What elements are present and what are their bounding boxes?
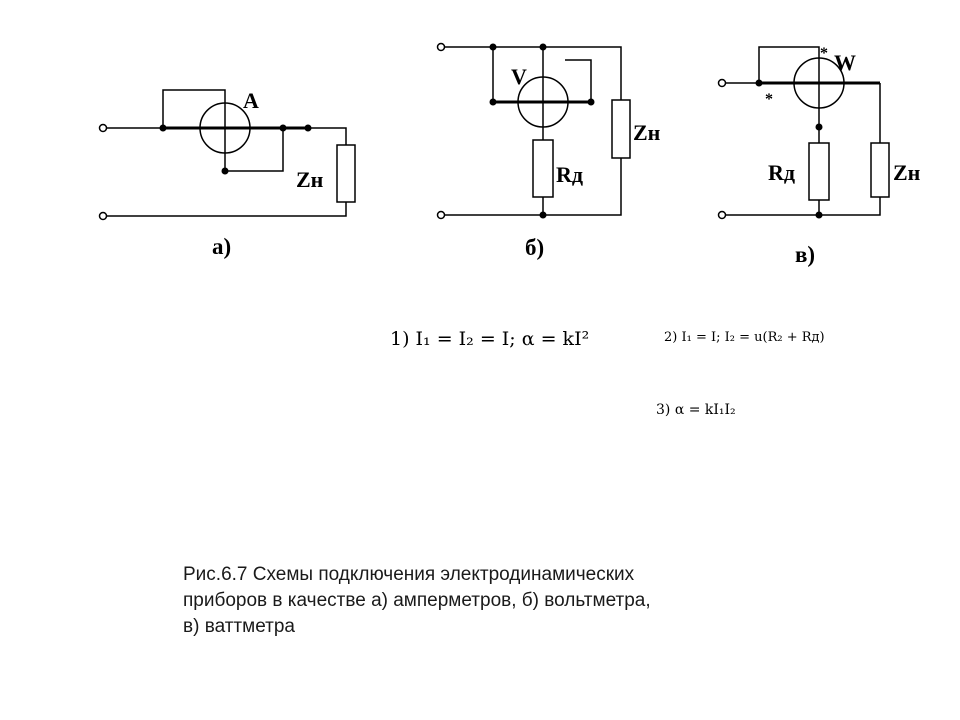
load-resistor-b: [611, 99, 631, 159]
junction-dot: [755, 79, 763, 87]
sublabel-b: б): [525, 235, 544, 260]
junction-dot: [304, 124, 312, 132]
sublabel-a: а): [212, 234, 231, 259]
junction-dot: [489, 98, 497, 106]
series-resistor-b: [532, 139, 554, 198]
junction-dot: [815, 123, 823, 131]
junction-dot: [815, 211, 823, 219]
terminal-c-top: [717, 78, 727, 88]
resistor-label-c: Rд: [768, 160, 795, 185]
caption-line: приборов в качестве а) амперметров, б) в…: [183, 590, 651, 611]
terminal-a-top: [98, 123, 108, 133]
resistor-label-b: Rд: [556, 162, 583, 187]
load-resistor-c: [870, 142, 890, 198]
series-resistor-c: [808, 142, 830, 201]
junction-dot: [539, 43, 547, 51]
terminal-b-top: [436, 42, 446, 52]
junction-dot: [279, 124, 287, 132]
wire: [565, 59, 592, 102]
load-label-b: Zн: [633, 120, 661, 145]
wire: [107, 202, 347, 217]
meter-label-c: W: [834, 50, 856, 75]
circuit-a: [98, 89, 356, 221]
load-label-c: Zн: [893, 160, 921, 185]
caption-line: Рис.6.7 Схемы подключения электродинамич…: [183, 564, 635, 585]
formula-1: 1) I₁ = I₂ = I; α = kI²: [390, 328, 589, 350]
star-mark-voltage: *: [820, 45, 828, 62]
circuit-b: [436, 42, 631, 220]
meter-label-b: V: [511, 64, 527, 89]
caption-line: в) ваттметра: [183, 616, 295, 637]
terminal-b-bottom: [436, 210, 446, 220]
meter-label-a: A: [243, 88, 259, 113]
junction-dot: [539, 211, 547, 219]
junction-dot: [489, 43, 497, 51]
wire: [445, 158, 622, 216]
formula-2: 2) I₁ = I; I₂ = u(R₂ + Rд): [664, 330, 825, 345]
junction-dot: [221, 167, 229, 175]
terminal-c-bottom: [717, 210, 727, 220]
wire: [445, 46, 622, 100]
wire: [758, 46, 820, 83]
wire: [308, 127, 347, 145]
wire: [162, 89, 226, 128]
sublabel-c: в): [795, 242, 815, 267]
star-mark-current: *: [765, 91, 773, 108]
circuit-c: [717, 46, 890, 220]
formula-3: 3) α = kI₁I₂: [656, 402, 736, 418]
load-label-a: Zн: [296, 167, 324, 192]
terminal-a-bottom: [98, 211, 108, 221]
load-resistor-a: [336, 144, 356, 203]
figure-caption: Рис.6.7 Схемы подключения электродинамич…: [183, 562, 823, 640]
wire: [726, 197, 881, 216]
junction-dot: [587, 98, 595, 106]
junction-dot: [159, 124, 167, 132]
wire: [225, 128, 284, 172]
